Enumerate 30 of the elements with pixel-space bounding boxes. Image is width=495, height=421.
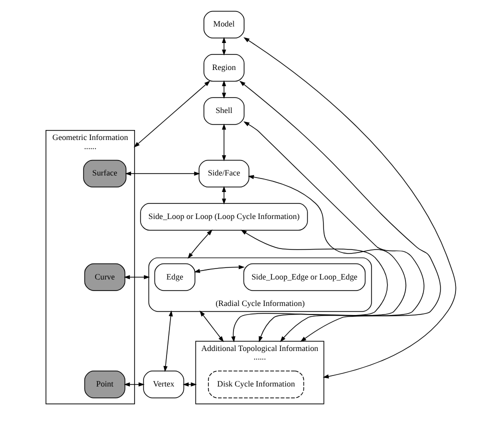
- node-box: Side_Loop or Loop (Loop Cycle Information): [140, 203, 308, 231]
- arrow: [221, 124, 226, 162]
- arrow: [193, 265, 244, 273]
- arrow: [124, 172, 200, 176]
- arrow: [247, 175, 406, 342]
- node-box: Curve: [84, 263, 125, 291]
- node-box: Edge: [154, 263, 195, 291]
- arrow: [221, 80, 226, 99]
- node-box: Region: [203, 54, 244, 82]
- node-box: Vertex: [142, 370, 184, 398]
- arrow: [199, 310, 224, 342]
- node-box: Model: [203, 10, 244, 38]
- arrow: [182, 382, 196, 387]
- arrow: [133, 80, 210, 148]
- node-box: Side_Loop_Edge or Loop_Edge: [242, 263, 366, 291]
- node-box: Side/Face: [198, 160, 249, 188]
- arrow: [238, 80, 440, 342]
- arrow: [230, 230, 388, 342]
- arrow: [242, 121, 424, 342]
- arrow: [221, 186, 226, 205]
- arrow: [187, 230, 212, 259]
- node-box: Surface: [82, 160, 126, 188]
- node-box: Point: [84, 370, 125, 398]
- node-box: Shell: [203, 97, 244, 125]
- arrow: [243, 37, 456, 378]
- node-box: Disk Cycle Information: [207, 370, 304, 398]
- arrow: [123, 382, 144, 387]
- arrow: [221, 36, 226, 56]
- arrow: [162, 310, 172, 372]
- arrow: [123, 275, 150, 280]
